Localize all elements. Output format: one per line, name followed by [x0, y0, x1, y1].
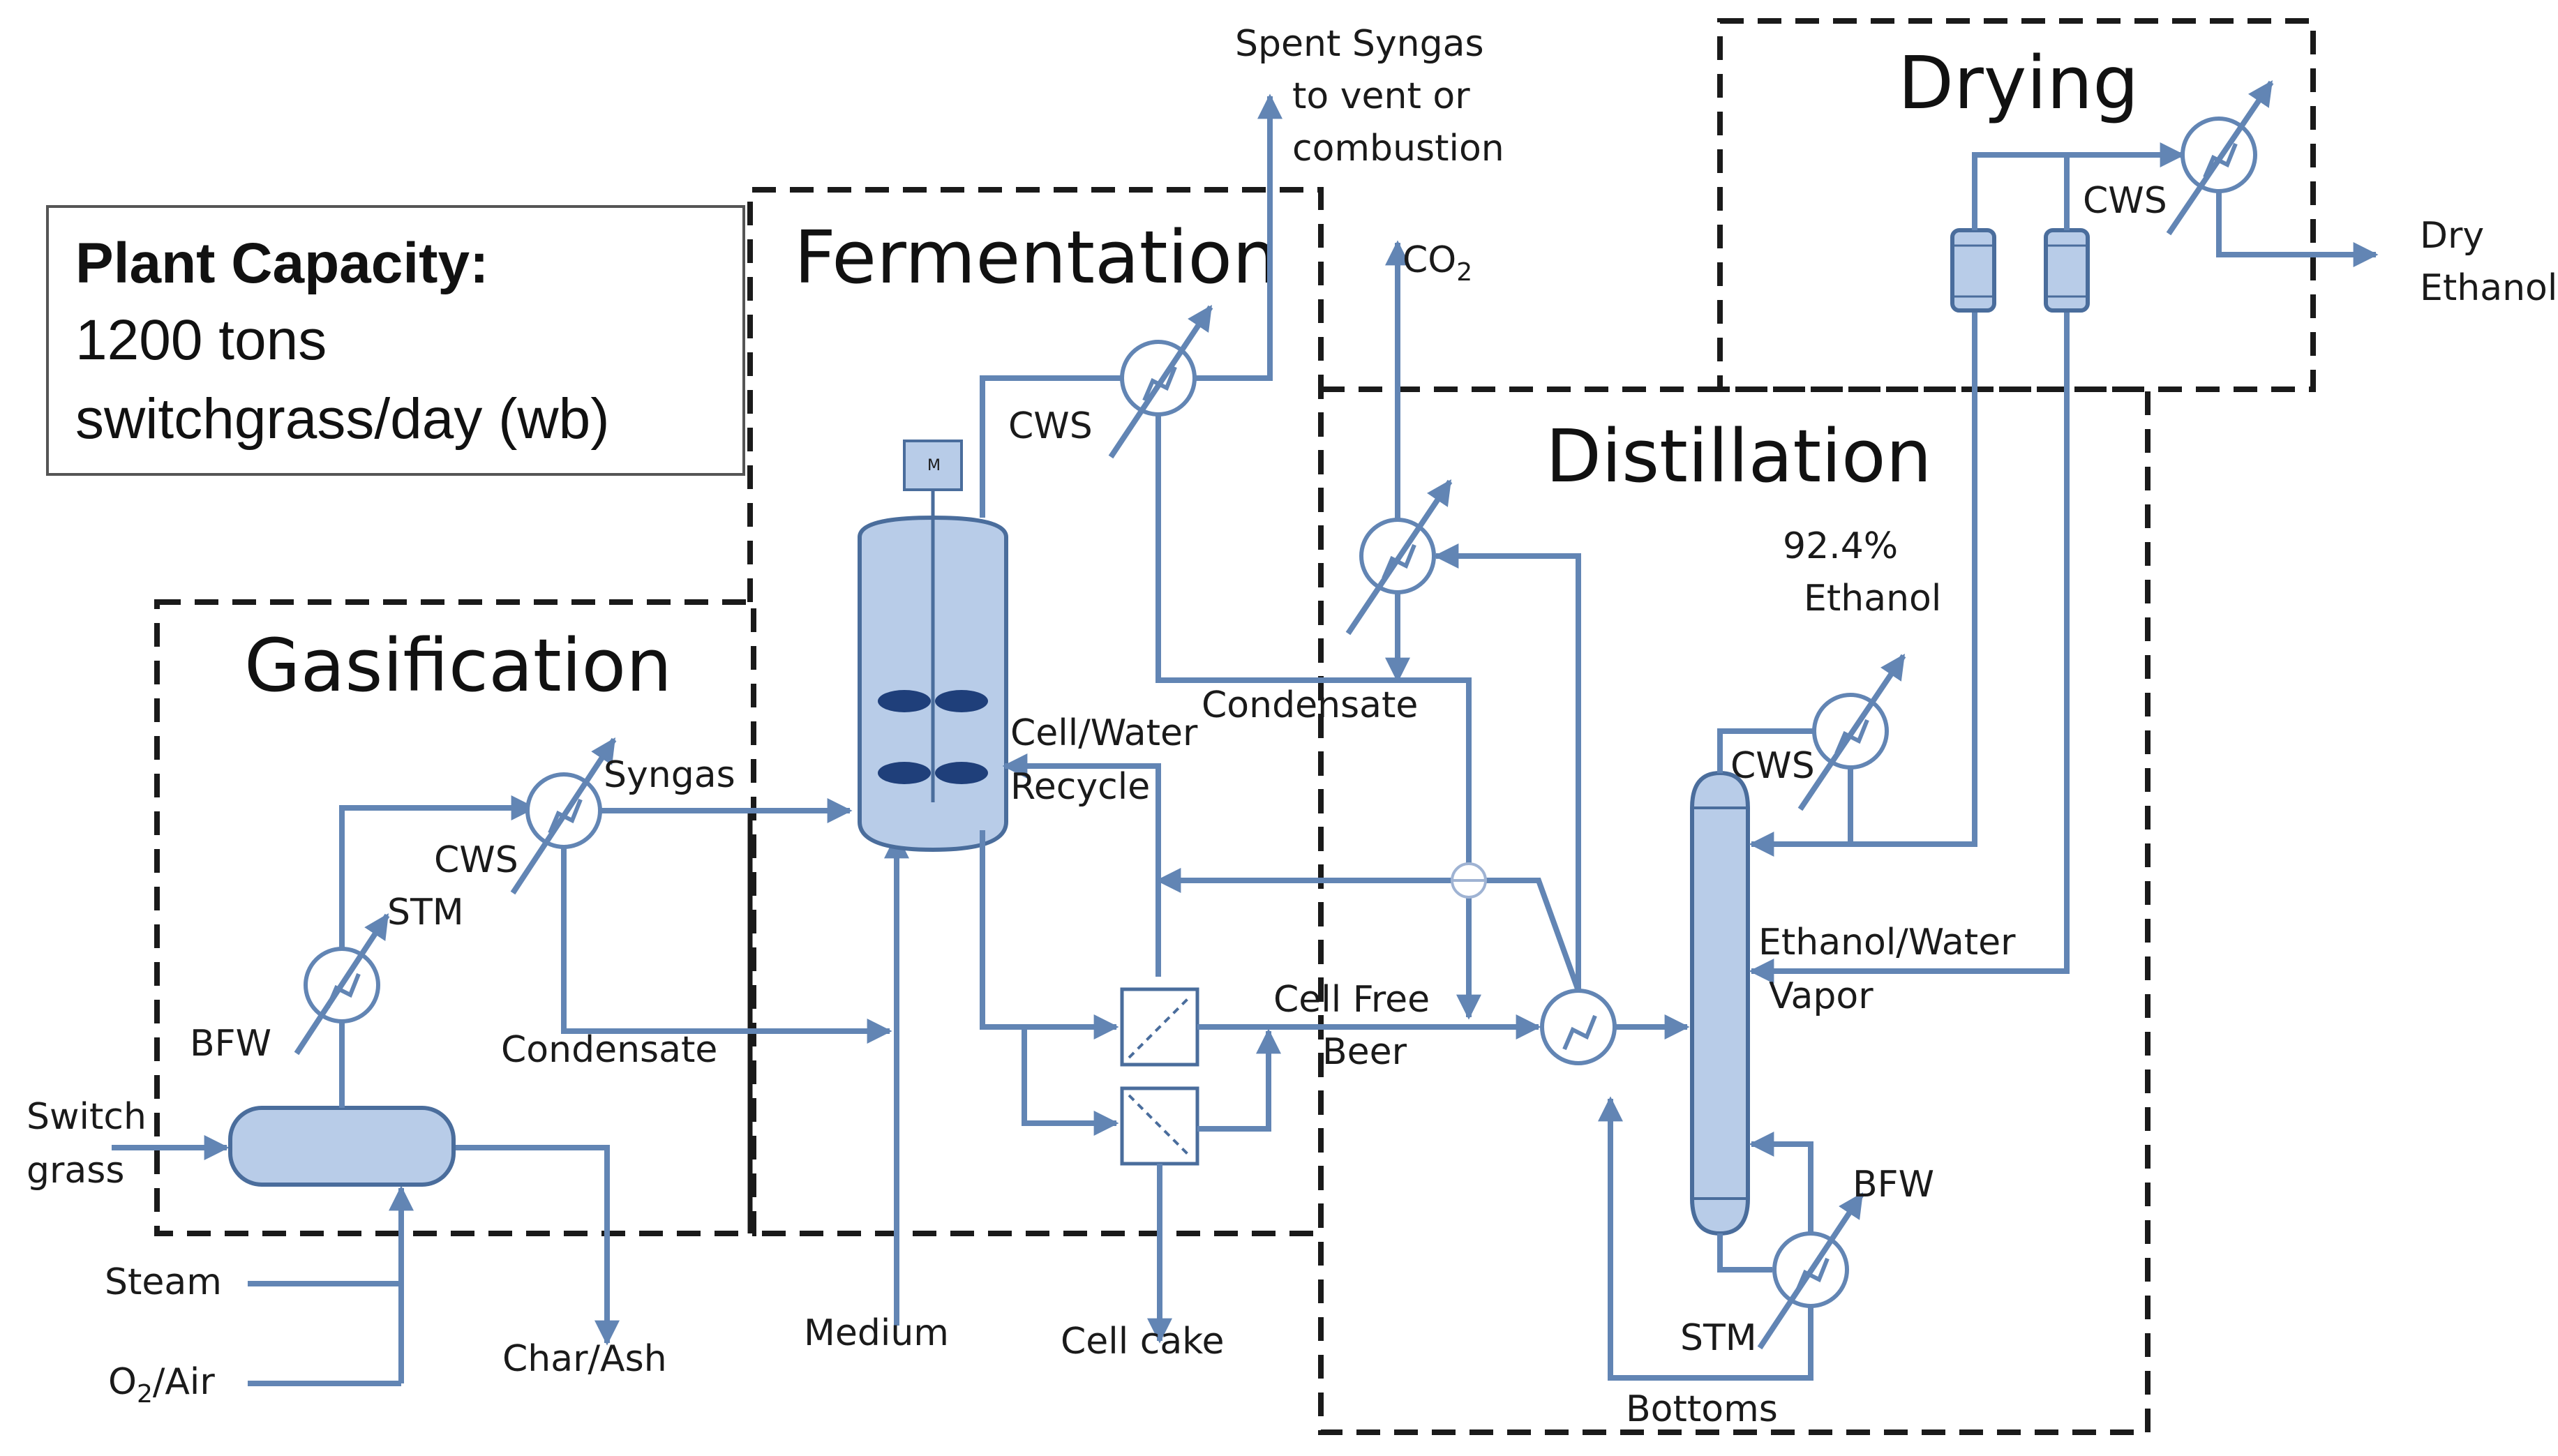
- o2-air-label: O2/Air: [108, 1361, 215, 1409]
- recycle-label: Recycle: [1010, 766, 1150, 808]
- char-ash-stream: [454, 1145, 620, 1346]
- ethanol-percent-label: 92.4%: [1783, 525, 1898, 567]
- cell-cake-label: Cell cake: [1061, 1321, 1224, 1363]
- fermenter-broth-line: [980, 830, 1119, 1040]
- impeller-lower-right: [935, 762, 988, 784]
- beer-label: Beer: [1322, 1031, 1407, 1073]
- ethanol-label: Ethanol: [1804, 578, 1941, 620]
- syngas-label: Syngas: [604, 754, 735, 796]
- fermentation-section-box: [747, 187, 1324, 1236]
- spent-syngas-label-3: combustion: [1292, 128, 1504, 170]
- gasification-title: Gasification: [244, 623, 672, 708]
- impeller-upper-left: [878, 690, 931, 712]
- plant-capacity-line2: switchgrass/day (wb): [75, 387, 610, 451]
- feed-bottoms-heat-exchanger-icon: [1542, 991, 1615, 1063]
- bfw-gasification-label: BFW: [190, 1023, 271, 1065]
- reboiler-vapor-line: [1749, 1132, 1813, 1233]
- condensate-gasification-stream: [561, 847, 892, 1044]
- cws-drying-label: CWS: [2083, 180, 2167, 222]
- plant-capacity-box: [46, 205, 745, 476]
- dry-ethanol-stream: [2216, 191, 2379, 267]
- spent-syngas-label-1: Spent Syngas: [1235, 23, 1484, 65]
- fermentation-title: Fermentation: [794, 215, 1278, 300]
- drying-section-box: [1717, 18, 2316, 392]
- gasifier-vessel: [228, 1106, 456, 1187]
- dry-ethanol-label: Ethanol: [2420, 267, 2557, 309]
- ethanol-water-vapor-stream: [1749, 273, 2070, 984]
- cws-distillation-label: CWS: [1730, 745, 1815, 787]
- vapor-to-condenser-line: [1433, 543, 1581, 991]
- cws-gasification-label: CWS: [434, 839, 518, 881]
- distillation-recycle-line: [1155, 868, 1581, 992]
- column-bottoms-line: [1717, 1233, 1772, 1273]
- bottoms-stream: [1598, 1096, 1813, 1381]
- ethanol-92-stream: [1850, 271, 1987, 847]
- gasification-section-box: [154, 599, 756, 1236]
- condensate-distillation-stream: [1155, 414, 1481, 1020]
- steam-label: Steam: [105, 1261, 222, 1303]
- ethanol-water-label: Ethanol/Water: [1758, 922, 2016, 963]
- drying-title: Drying: [1898, 40, 2139, 126]
- cws-fermentation-label: CWS: [1008, 405, 1093, 447]
- bottoms-label: Bottoms: [1626, 1388, 1778, 1430]
- co2-label: CO2: [1403, 239, 1472, 287]
- distillation-section-box: [1318, 386, 2151, 1435]
- impeller-upper-right: [935, 690, 988, 712]
- fermenter-offgas-line: [980, 375, 1122, 518]
- distillation-column: [1690, 770, 1750, 1236]
- grass-label: grass: [27, 1150, 124, 1192]
- bfw-distillation-label: BFW: [1853, 1164, 1934, 1206]
- column-overhead-line: [1717, 728, 1814, 773]
- cell-free-label: Cell Free: [1273, 979, 1430, 1021]
- impeller-lower-left: [878, 762, 931, 784]
- fermenter-motor: [903, 440, 963, 491]
- stm-distillation-label: STM: [1680, 1317, 1757, 1359]
- switch-label: Switch: [27, 1096, 147, 1138]
- plant-capacity-line1: 1200 tons: [75, 308, 327, 372]
- dry-label: Dry: [2420, 215, 2484, 257]
- drying-header-line: [1972, 142, 2185, 230]
- mol-sieve-bed-1: [1950, 228, 1996, 313]
- condensate-gasification-label: Condensate: [501, 1029, 717, 1071]
- vapor-label: Vapor: [1769, 975, 1873, 1017]
- filter2-permeate-line: [1197, 1028, 1281, 1132]
- mol-sieve-bed-2: [2044, 228, 2090, 313]
- broth-split-line: [1022, 1027, 1119, 1136]
- cws-heat-exchanger-fermentation-icon: [1122, 342, 1195, 414]
- stm-gasification-label: STM: [387, 892, 464, 933]
- cell-water-recycle-stream: [1002, 753, 1161, 977]
- cooled-gas-line: [339, 795, 537, 949]
- condensate-distillation-label: Condensate: [1202, 684, 1418, 726]
- medium-label: Medium: [804, 1312, 949, 1354]
- distillation-title: Distillation: [1546, 414, 1932, 499]
- spent-syngas-stream: [1195, 93, 1282, 381]
- cell-water-label: Cell/Water: [1010, 712, 1198, 754]
- spent-syngas-label-2: to vent or: [1292, 75, 1470, 117]
- motor-label: M: [927, 457, 941, 474]
- plant-capacity-title: Plant Capacity:: [75, 232, 488, 295]
- char-ash-label: Char/Ash: [502, 1338, 667, 1380]
